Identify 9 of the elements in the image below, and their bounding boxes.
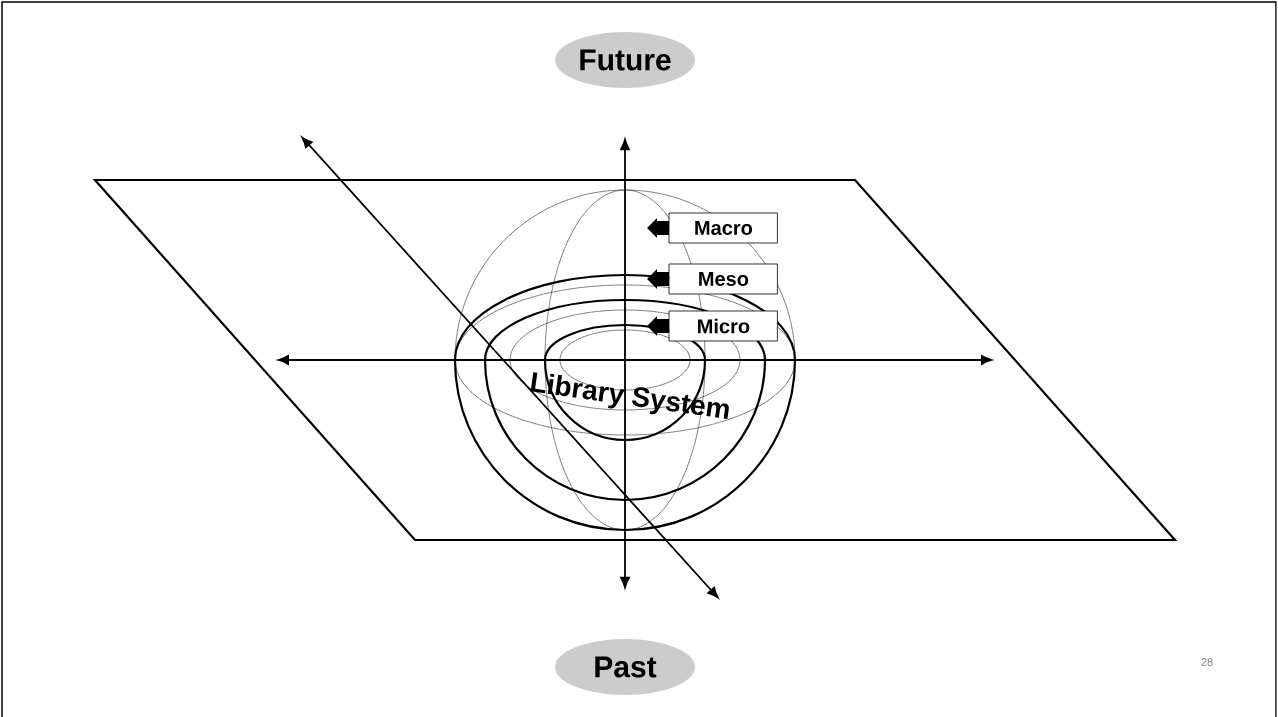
callout-box: Meso: [647, 263, 778, 295]
arrow: [620, 138, 630, 361]
arrow: [620, 359, 630, 589]
curved-label: Library System: [530, 372, 729, 419]
ellipse-node: Past: [555, 639, 695, 695]
ellipse-node: Future: [555, 32, 695, 88]
page-number: 28: [1201, 658, 1213, 666]
callout-box: Micro: [647, 310, 778, 342]
callout-box: Macro: [647, 212, 778, 244]
